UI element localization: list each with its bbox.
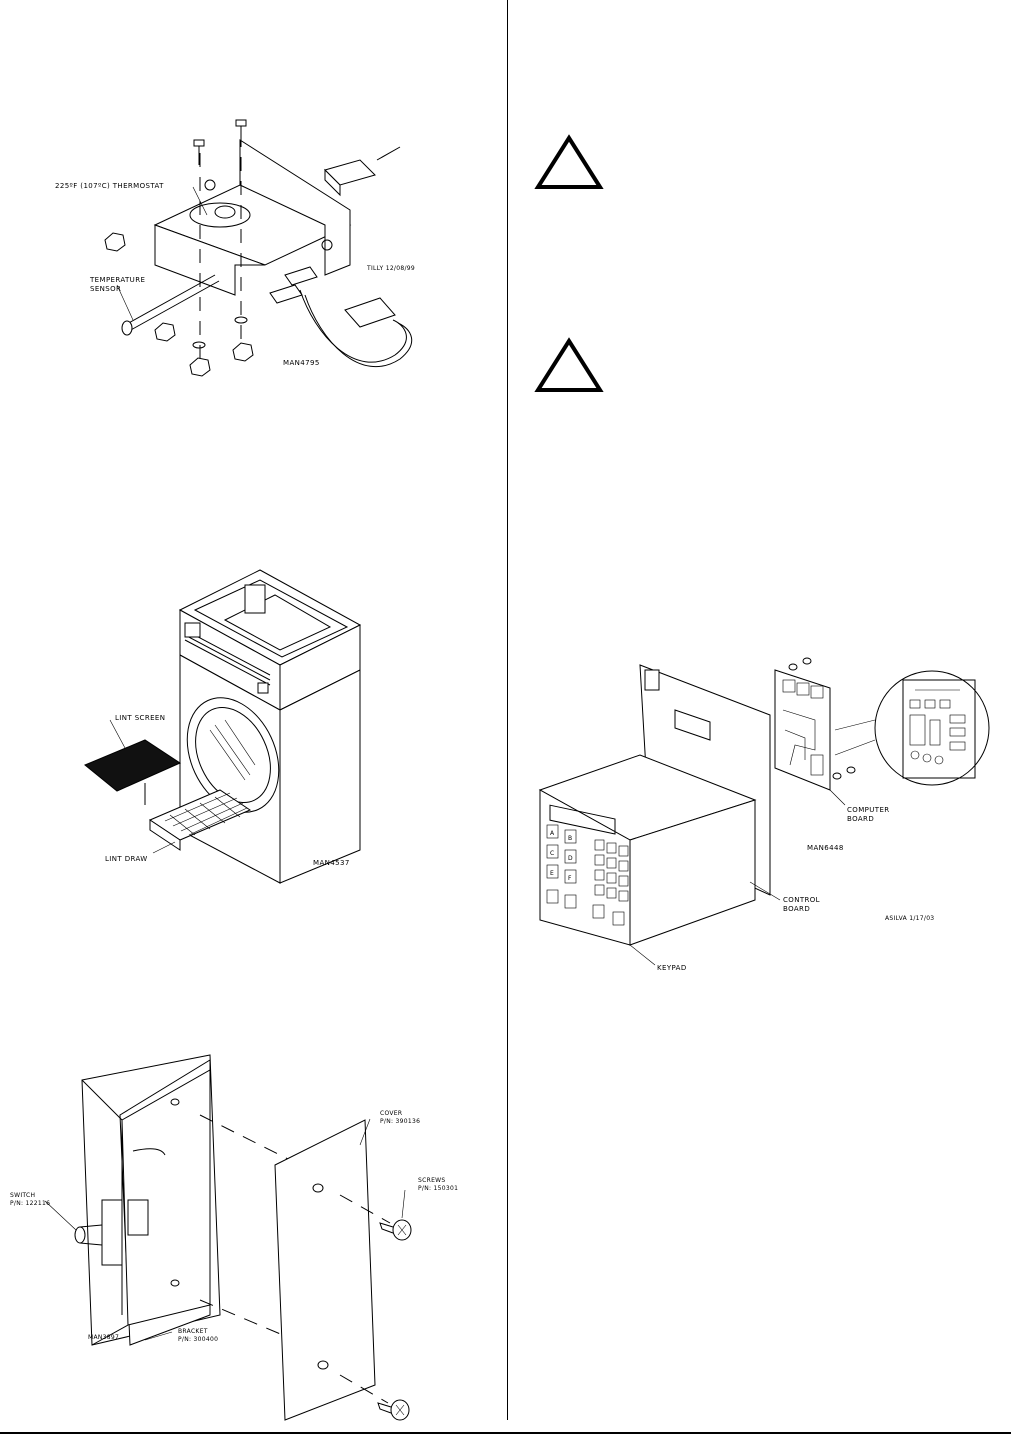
drawing-number: MAN3897 — [88, 1334, 119, 1341]
thermostat-figure: 225ºF (107ºC) THERMOSTAT TEMPERATURE SEN… — [55, 119, 415, 377]
column-divider — [507, 0, 508, 1420]
key-d[interactable]: D — [568, 855, 573, 862]
key-f[interactable]: F — [568, 875, 572, 882]
computer-board-label-2: BOARD — [847, 815, 874, 823]
bracket-label: BRACKET — [178, 1328, 208, 1335]
lint-drawer-label: LINT DRAW — [105, 855, 148, 863]
key-a[interactable]: A — [550, 830, 555, 837]
key-b[interactable]: B — [568, 835, 572, 842]
bracket-part-number: P/N: 300400 — [178, 1336, 218, 1343]
drawing-stamp: ASILVA 1/17/03 — [885, 915, 934, 922]
temperature-sensor-label: TEMPERATURE — [89, 276, 145, 284]
control-board-label-2: BOARD — [783, 905, 810, 913]
drawing-number: MAN4537 — [313, 859, 350, 867]
screws-label: SCREWS — [418, 1177, 446, 1184]
key-e[interactable]: E — [550, 870, 554, 877]
switch-bracket-figure: COVER P/N: 390136 SCREWS P/N: 150301 SWI… — [10, 1054, 458, 1421]
warning-triangle-icon — [534, 337, 604, 392]
keypad[interactable]: A B C D E F — [546, 824, 629, 926]
lint-screen-label: LINT SCREEN — [115, 714, 165, 722]
control-board-label: CONTROL — [783, 896, 820, 904]
cover-part-number: P/N: 390136 — [380, 1118, 420, 1125]
control-figure: A B C D E F COMPUTER BOARD MAN6448 CONTR… — [538, 657, 990, 972]
switch-part-number: P/N: 122116 — [10, 1200, 50, 1207]
switch-label: SWITCH — [10, 1192, 35, 1199]
lint-screen — [84, 739, 182, 792]
drawing-stamp: TILLY 12/08/99 — [366, 265, 415, 272]
warning-triangle-icon — [534, 134, 604, 189]
temperature-sensor-label-2: SENSOR — [90, 285, 121, 293]
footer-rule — [0, 1432, 1011, 1434]
key-c[interactable]: C — [550, 850, 555, 857]
drawing-number: MAN4795 — [283, 359, 320, 367]
screws-part-number: P/N: 150301 — [418, 1185, 458, 1192]
keypad-label: KEYPAD — [657, 964, 687, 972]
computer-board-label: COMPUTER — [847, 806, 890, 814]
thermostat-label: 225ºF (107ºC) THERMOSTAT — [55, 182, 164, 190]
drawing-number: MAN6448 — [807, 844, 844, 852]
cover-label: COVER — [380, 1110, 402, 1117]
dryer-figure: LINT SCREEN LINT DRAW MAN4537 — [84, 569, 362, 884]
